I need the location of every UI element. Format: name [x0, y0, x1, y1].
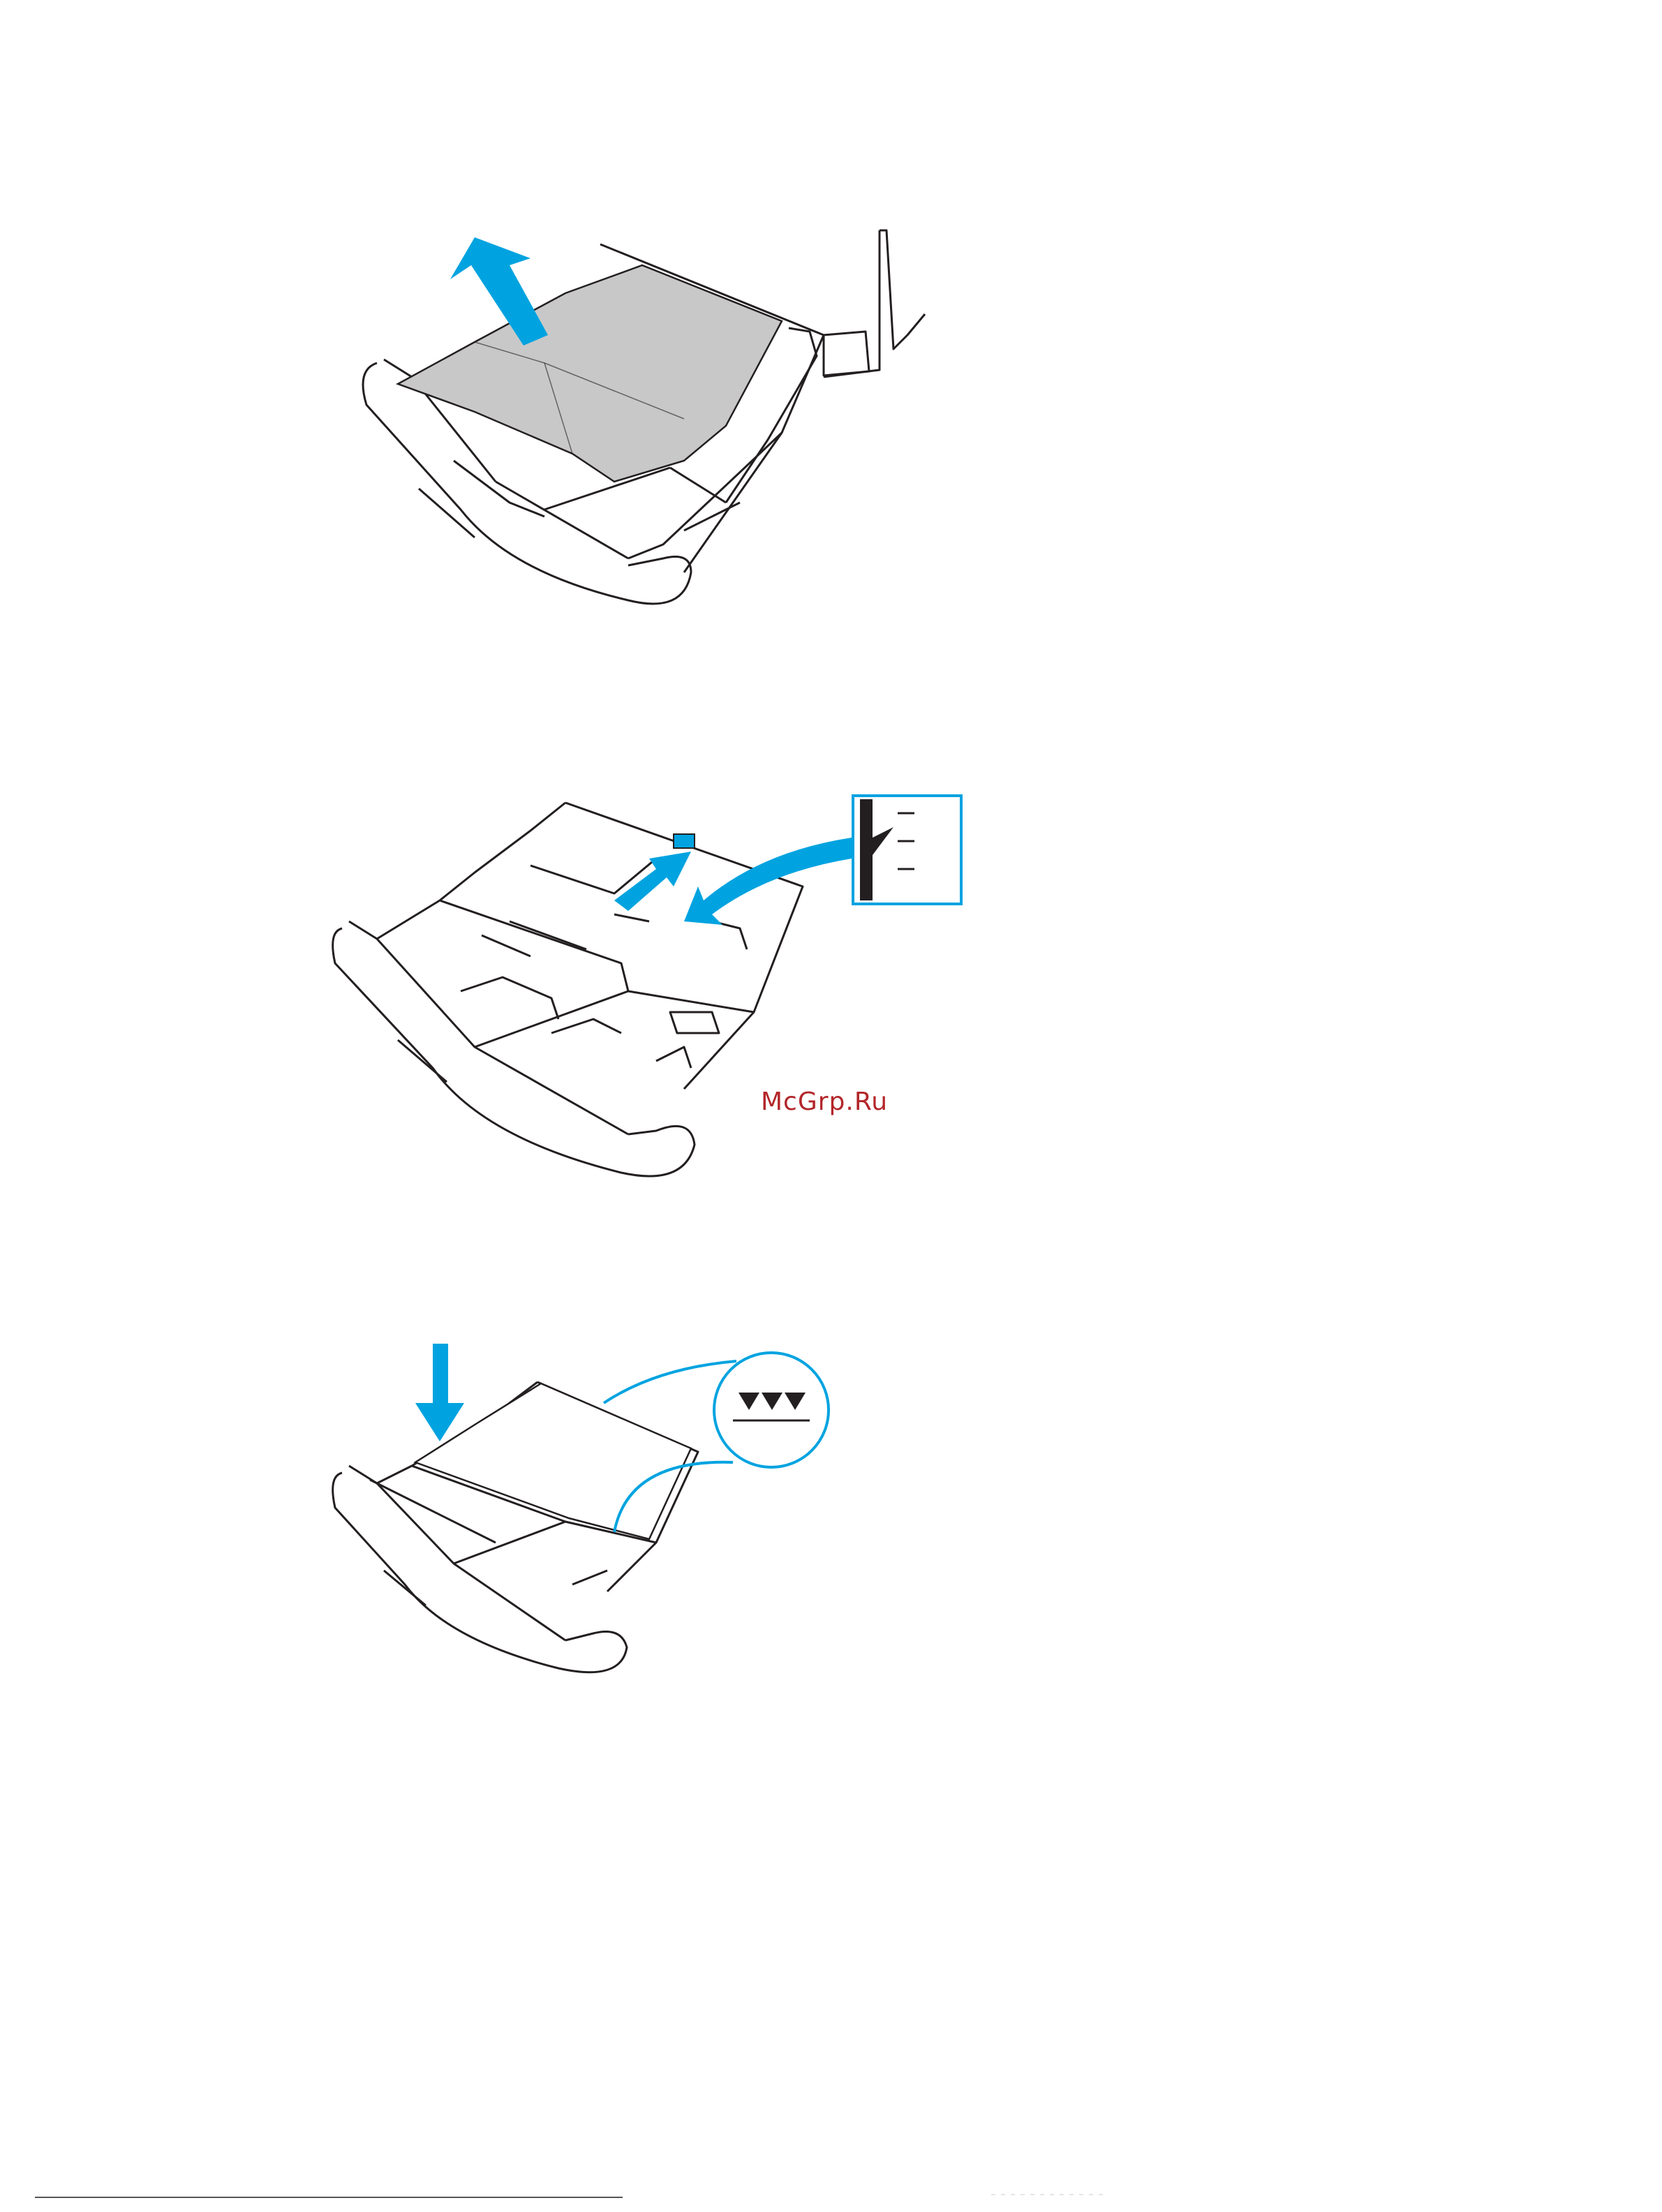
stack-height-limit-icon [714, 1353, 829, 1467]
arrow-push-icon [614, 852, 691, 911]
arrow-down-icon [415, 1344, 464, 1441]
footer-smudge [991, 2192, 1103, 2197]
tray-with-jammed-paper [335, 209, 949, 642]
adjust-paper-guide-illustration [321, 782, 991, 1229]
paper-guide-tab [674, 834, 695, 848]
remove-jammed-paper-illustration [335, 209, 949, 642]
jammed-paper [398, 265, 782, 482]
empty-tray-with-guides [321, 782, 991, 1229]
watermark-text: McGrp.Ru [761, 1088, 888, 1116]
paper-size-gauge-icon [853, 796, 961, 904]
load-paper-illustration [328, 1333, 886, 1724]
callout-arrow-icon [684, 838, 852, 925]
footer-rule [35, 2197, 623, 2198]
tray-with-paper-stack [328, 1333, 886, 1724]
